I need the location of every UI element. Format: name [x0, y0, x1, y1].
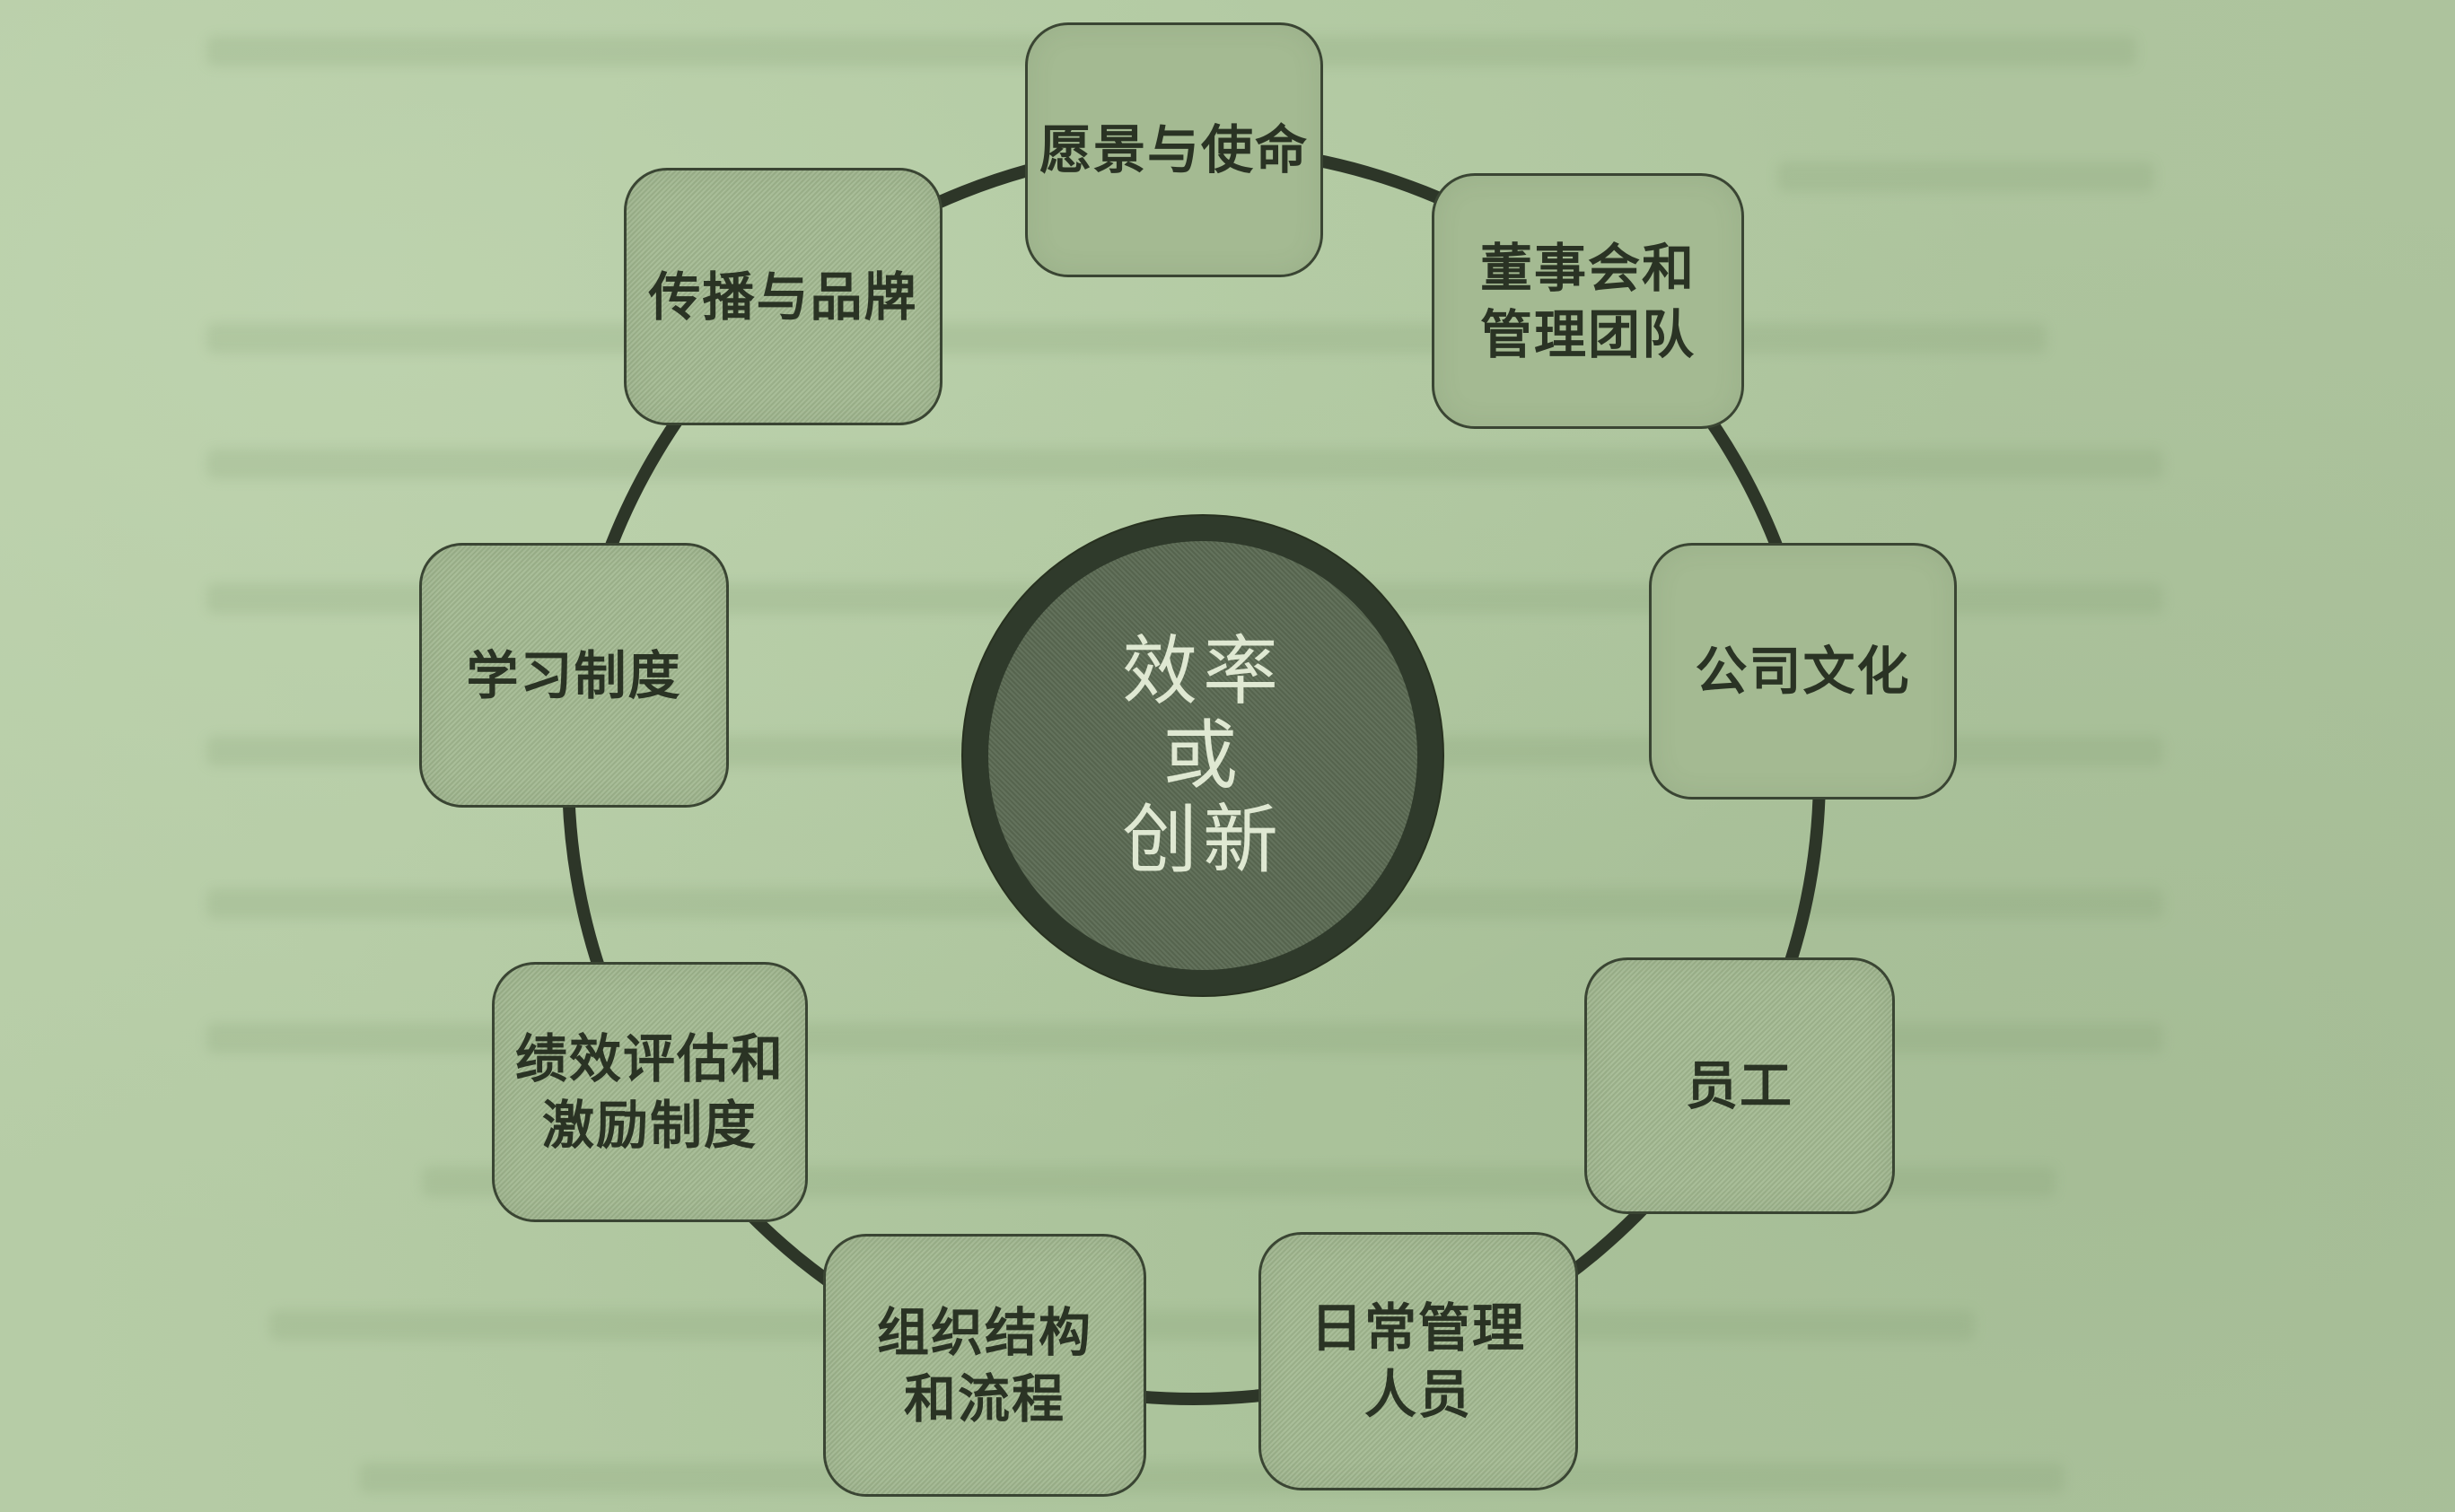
bleed-through-text [359, 1463, 2065, 1493]
bleed-through-text [1777, 162, 2154, 192]
node-label: 激励制度 [541, 1095, 758, 1156]
node-label: 公司文化 [1695, 641, 1911, 702]
node-vision-mission: 愿景与使命 [1025, 22, 1323, 277]
node-label: 董事会和 [1479, 237, 1696, 299]
center-line: 效率 [1121, 627, 1284, 715]
node-label: 和流程 [903, 1368, 1065, 1429]
node-daily-managers: 日常管理 人员 [1258, 1232, 1578, 1490]
node-label: 员工 [1685, 1055, 1793, 1116]
center-hub: 效率 或 创新 [963, 516, 1442, 995]
bleed-through-text [206, 449, 2163, 479]
node-label: 人员 [1363, 1364, 1472, 1425]
node-label: 传播与品牌 [648, 266, 918, 328]
node-company-culture: 公司文化 [1649, 543, 1957, 800]
node-label: 愿景与使命 [1039, 119, 1309, 180]
node-label: 绩效评估和 [514, 1028, 785, 1089]
node-board-management: 董事会和 管理团队 [1432, 173, 1744, 429]
node-communication-brand: 传播与品牌 [624, 168, 943, 425]
center-hub-label: 效率 或 创新 [988, 541, 1417, 970]
node-label: 管理团队 [1479, 303, 1696, 365]
center-line: 或 [1162, 712, 1243, 800]
node-performance-incentives: 绩效评估和 激励制度 [492, 962, 808, 1222]
node-learning-system: 学习制度 [419, 543, 729, 808]
node-label: 学习制度 [466, 644, 682, 706]
node-label: 日常管理 [1310, 1298, 1526, 1359]
center-line: 创新 [1121, 796, 1284, 884]
node-structure-process: 组织结构 和流程 [823, 1234, 1146, 1497]
node-label: 组织结构 [876, 1301, 1092, 1363]
node-employees: 员工 [1584, 957, 1895, 1214]
